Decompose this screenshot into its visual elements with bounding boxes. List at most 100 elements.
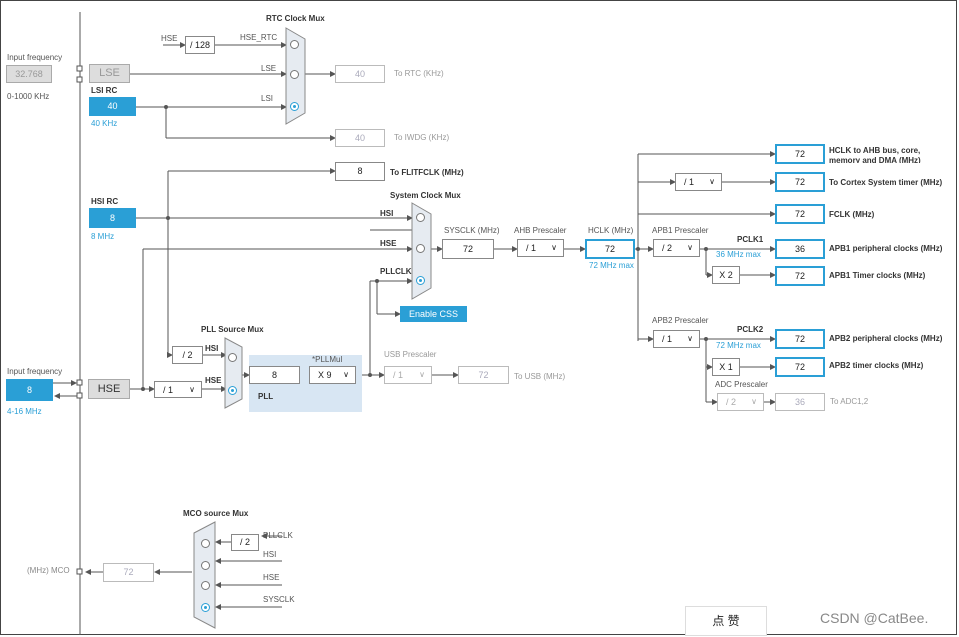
pll-src-hsi-label: HSI [205, 344, 219, 353]
apb1-peripheral-output[interactable]: 36 [775, 239, 825, 259]
rtc-mux-lse-radio[interactable] [290, 70, 299, 79]
apb2-prescaler-select[interactable]: / 1∨ [653, 330, 700, 348]
lse-input-frequency[interactable]: 32.768 [6, 65, 52, 83]
sysmux-hse-radio[interactable] [416, 244, 425, 253]
sysclk-value[interactable]: 72 [442, 239, 494, 259]
input-freq-hse-label: Input frequency [7, 367, 63, 376]
sysmux-hse-label: HSE [380, 239, 397, 248]
sysmux-hsi-radio[interactable] [416, 213, 425, 222]
hclk-ahb-output[interactable]: 72 [775, 144, 825, 164]
hse-rtc-label: HSE_RTC [240, 33, 278, 42]
input-freq-top-label: Input frequency [7, 53, 63, 62]
fclk-output-label: FCLK (MHz) [829, 210, 875, 219]
mco-output: 72 [103, 563, 154, 582]
apb1-prescaler-select[interactable]: / 2∨ [653, 239, 700, 257]
mco-pll-div2: / 2 [231, 534, 259, 551]
cortex-timer-prescaler-select[interactable]: / 1∨ [675, 173, 722, 191]
fclk-output[interactable]: 72 [775, 204, 825, 224]
apb2-timer-output-label: APB2 timer clocks (MHz) [829, 361, 924, 370]
lsi-rc-label: LSI RC [91, 86, 118, 95]
flitfclk-output: 8 [335, 162, 385, 181]
ahb-prescaler-select[interactable]: / 1∨ [517, 239, 564, 257]
rtc-mux-title: RTC Clock Mux [266, 14, 325, 23]
rtc-lsi-label: LSI [261, 94, 274, 103]
apb2-prescaler-label: APB2 Prescaler [652, 316, 709, 325]
hsi-rc-label: HSI RC [91, 197, 119, 206]
hse-input-frequency[interactable]: 8 [6, 379, 53, 401]
lse-box[interactable]: LSE [89, 64, 130, 83]
pclk2-max: 72 MHz max [716, 341, 761, 350]
hclk-max: 72 MHz max [589, 261, 634, 270]
apb1-prescaler-label: APB1 Prescaler [652, 226, 709, 235]
cortex-timer-output-label: To Cortex System timer (MHz) [829, 178, 943, 187]
pll-source-mux [224, 337, 243, 409]
mco-hsi-radio[interactable] [201, 561, 210, 570]
mco-hsi-label: HSI [263, 550, 277, 559]
praise-button[interactable]: 点 赞 [685, 606, 767, 636]
input-freq-hse-range: 4-16 MHz [7, 407, 42, 416]
rtc-output: 40 [335, 65, 385, 83]
adc-prescaler-label: ADC Prescaler [715, 380, 768, 389]
apb1-peripheral-output-label: APB1 peripheral clocks (MHz) [829, 244, 943, 253]
apb1-timer-output-label: APB1 Timer clocks (MHz) [829, 271, 926, 280]
mco-pllclk-radio[interactable] [201, 539, 210, 548]
pll-src-hse-radio[interactable] [228, 386, 237, 395]
usb-prescaler-label: USB Prescaler [384, 350, 437, 359]
mco-mux-title: MCO source Mux [183, 509, 249, 518]
pclk2-label: PCLK2 [737, 325, 764, 334]
pllmul-select[interactable]: X 9∨ [309, 366, 356, 384]
apb1-timer-output[interactable]: 72 [775, 266, 825, 286]
hsi-rc-unit: 8 MHz [91, 232, 115, 241]
csdn-watermark: CSDN @CatBee. [820, 610, 929, 626]
apb1-timer-multiplier: X 2 [712, 266, 740, 284]
pll-src-hse-label: HSE [205, 376, 222, 385]
usb-output: 72 [458, 366, 509, 384]
rtc-hse-label: HSE [161, 34, 178, 43]
sysclk-label: SYSCLK (MHz) [444, 226, 500, 235]
sysmux-hsi-label: HSI [380, 209, 394, 218]
apb2-timer-output[interactable]: 72 [775, 357, 825, 377]
mco-sysclk-label: SYSCLK [263, 595, 295, 604]
apb2-peripheral-output[interactable]: 72 [775, 329, 825, 349]
enable-css-button[interactable]: Enable CSS [400, 306, 467, 322]
adc-output: 36 [775, 393, 825, 411]
mco-label: (MHz) MCO [27, 566, 70, 575]
hsi-div2-box: / 2 [172, 346, 203, 364]
usb-prescaler-select[interactable]: / 1∨ [384, 366, 432, 384]
mco-pllclk-label: PLLCLK [263, 531, 293, 540]
hse-box[interactable]: HSE [88, 379, 130, 399]
rtc-lse-label: LSE [261, 64, 277, 73]
hclk-ahb-output-label: HCLK to AHB bus, core, [829, 146, 921, 155]
pll-src-hsi-radio[interactable] [228, 353, 237, 362]
ahb-prescaler-label: AHB Prescaler [514, 226, 567, 235]
usb-output-label: To USB (MHz) [514, 372, 566, 381]
iwdg-output-label: To IWDG (KHz) [394, 133, 450, 142]
hse-div128-box: / 128 [185, 36, 215, 54]
sysmux-pllclk-radio[interactable] [416, 276, 425, 285]
mco-hse-label: HSE [263, 573, 280, 582]
hsi-rc-box: 8 [89, 208, 136, 228]
hclk-value[interactable]: 72 [585, 239, 635, 259]
rtc-output-label: To RTC (KHz) [394, 69, 444, 78]
pclk1-label: PCLK1 [737, 235, 764, 244]
rtc-mux-lsi-radio[interactable] [290, 102, 299, 111]
cortex-timer-output[interactable]: 72 [775, 172, 825, 192]
pclk1-max: 36 MHz max [716, 250, 761, 259]
mco-hse-radio[interactable] [201, 581, 210, 590]
iwdg-output: 40 [335, 129, 385, 147]
lsi-rc-box: 40 [89, 97, 136, 116]
lsi-rc-unit: 40 KHz [91, 119, 118, 128]
mco-source-mux [193, 521, 216, 629]
sysmux-pllclk-label: PLLCLK [380, 267, 412, 276]
pll-label: PLL [258, 392, 274, 401]
hse-prediv-select[interactable]: / 1∨ [154, 381, 202, 398]
input-freq-top-range: 0-1000 KHz [7, 92, 50, 101]
pll-source-mux-title: PLL Source Mux [201, 325, 264, 334]
mco-sysclk-radio[interactable] [201, 603, 210, 612]
flitfclk-output-label: To FLITFCLK (MHz) [390, 168, 464, 177]
adc-prescaler-select[interactable]: / 2∨ [717, 393, 764, 411]
hclk-label: HCLK (MHz) [588, 226, 634, 235]
rtc-mux-hse-radio[interactable] [290, 40, 299, 49]
